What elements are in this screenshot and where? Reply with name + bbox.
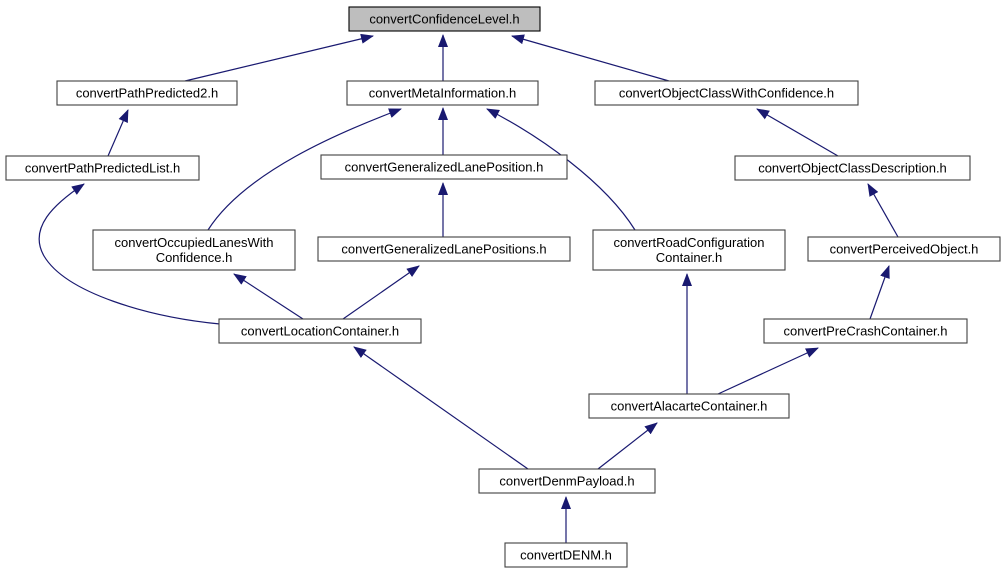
node-label: convertLocationContainer.h <box>241 324 399 339</box>
node-label: convertPathPredictedList.h <box>25 161 180 176</box>
node-label: convertObjectClassDescription.h <box>758 161 947 176</box>
node-label: convertGeneralizedLanePositions.h <box>341 242 546 257</box>
node-label: Confidence.h <box>156 250 233 265</box>
edge-denm-payload-to-alacarte-container <box>597 422 658 470</box>
node-label: Container.h <box>656 250 723 265</box>
node-denm[interactable]: convertDENM.h <box>504 542 628 568</box>
node-generalized-lane-positions[interactable]: convertGeneralizedLanePositions.h <box>317 236 571 262</box>
node-label: convertDENM.h <box>520 548 612 563</box>
edge-occupied-lanes-with-confidence-to-meta-information <box>207 108 402 231</box>
node-box <box>588 393 790 419</box>
node-pre-crash-container[interactable]: convertPreCrashContainer.h <box>763 318 968 344</box>
node-box <box>807 236 1001 262</box>
edge-location-container-to-occupied-lanes-with-confidence <box>233 273 304 320</box>
edge-alacarte-container-to-pre-crash-container <box>717 347 819 395</box>
node-generalized-lane-position[interactable]: convertGeneralizedLanePosition.h <box>320 154 568 180</box>
edge-pre-crash-container-to-perceived-object <box>869 265 890 320</box>
edge-object-class-with-confidence-to-confidence-level <box>511 34 670 82</box>
edge-perceived-object-to-object-class-description <box>867 183 899 238</box>
node-box <box>348 6 541 32</box>
edge-denm-payload-to-location-container <box>353 346 529 470</box>
node-label: convertOccupiedLanesWith <box>115 235 274 250</box>
edge-road-configuration-container-to-meta-information <box>486 108 636 231</box>
node-box <box>218 318 422 344</box>
node-path-predicted-list[interactable]: convertPathPredictedList.h <box>5 155 200 181</box>
edge-path-predicted2-to-confidence-level <box>184 33 374 82</box>
node-box <box>56 80 238 106</box>
node-box <box>320 154 568 180</box>
node-box <box>592 229 786 271</box>
node-box <box>317 236 571 262</box>
edge-location-container-to-generalized-lane-positions <box>342 265 420 320</box>
node-path-predicted2[interactable]: convertPathPredicted2.h <box>56 80 238 106</box>
node-label: convertPathPredicted2.h <box>76 86 218 101</box>
edge-location-container-to-path-predicted-list <box>38 183 221 325</box>
node-alacarte-container[interactable]: convertAlacarteContainer.h <box>588 393 790 419</box>
node-object-class-description[interactable]: convertObjectClassDescription.h <box>734 155 971 181</box>
node-denm-payload[interactable]: convertDenmPayload.h <box>478 468 656 494</box>
node-object-class-with-confidence[interactable]: convertObjectClassWithConfidence.h <box>594 80 859 106</box>
node-perceived-object[interactable]: convertPerceivedObject.h <box>807 236 1001 262</box>
node-label: convertGeneralizedLanePosition.h <box>345 160 544 175</box>
node-meta-information[interactable]: convertMetaInformation.h <box>346 80 539 106</box>
node-box <box>92 229 296 271</box>
node-box <box>5 155 200 181</box>
node-box <box>504 542 628 568</box>
edge-path-predicted-list-to-path-predicted2 <box>107 109 129 157</box>
node-confidence-level[interactable]: convertConfidenceLevel.h <box>348 6 541 32</box>
node-label: convertDenmPayload.h <box>499 474 634 489</box>
node-label: convertAlacarteContainer.h <box>611 399 768 414</box>
node-box <box>346 80 539 106</box>
node-location-container[interactable]: convertLocationContainer.h <box>218 318 422 344</box>
node-label: convertMetaInformation.h <box>369 86 516 101</box>
node-label: convertObjectClassWithConfidence.h <box>619 86 834 101</box>
node-label: convertConfidenceLevel.h <box>369 12 519 27</box>
node-label: convertPreCrashContainer.h <box>783 324 947 339</box>
node-label: convertPerceivedObject.h <box>830 242 979 257</box>
node-box <box>478 468 656 494</box>
node-label: convertRoadConfiguration <box>613 235 764 250</box>
node-box <box>734 155 971 181</box>
node-box <box>594 80 859 106</box>
edge-object-class-description-to-object-class-with-confidence <box>756 108 839 157</box>
node-box <box>763 318 968 344</box>
